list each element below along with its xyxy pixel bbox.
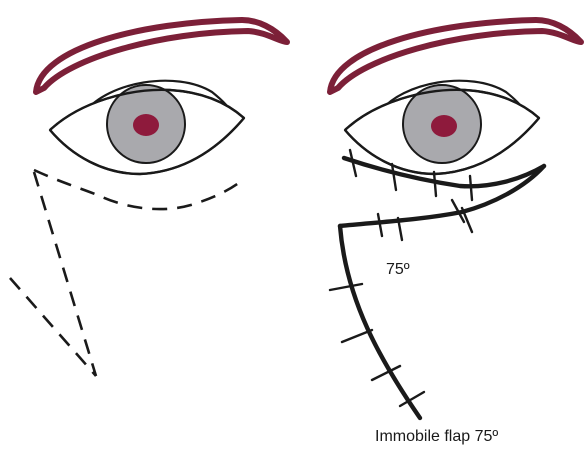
left-eye-panel (10, 20, 287, 376)
left-pupil (133, 114, 159, 136)
angle-label: 75º (386, 262, 410, 278)
left-incision-dashed (34, 170, 240, 209)
right-flap-vertical-line (340, 226, 420, 418)
flap-caption: Immobile flap 75º (375, 429, 498, 445)
right-pupil (431, 115, 457, 137)
right-flap-top-line (340, 166, 544, 226)
left-flap-edge-outer (34, 172, 96, 376)
left-flap-edge-inner (10, 278, 96, 376)
right-eye-panel (330, 20, 581, 418)
